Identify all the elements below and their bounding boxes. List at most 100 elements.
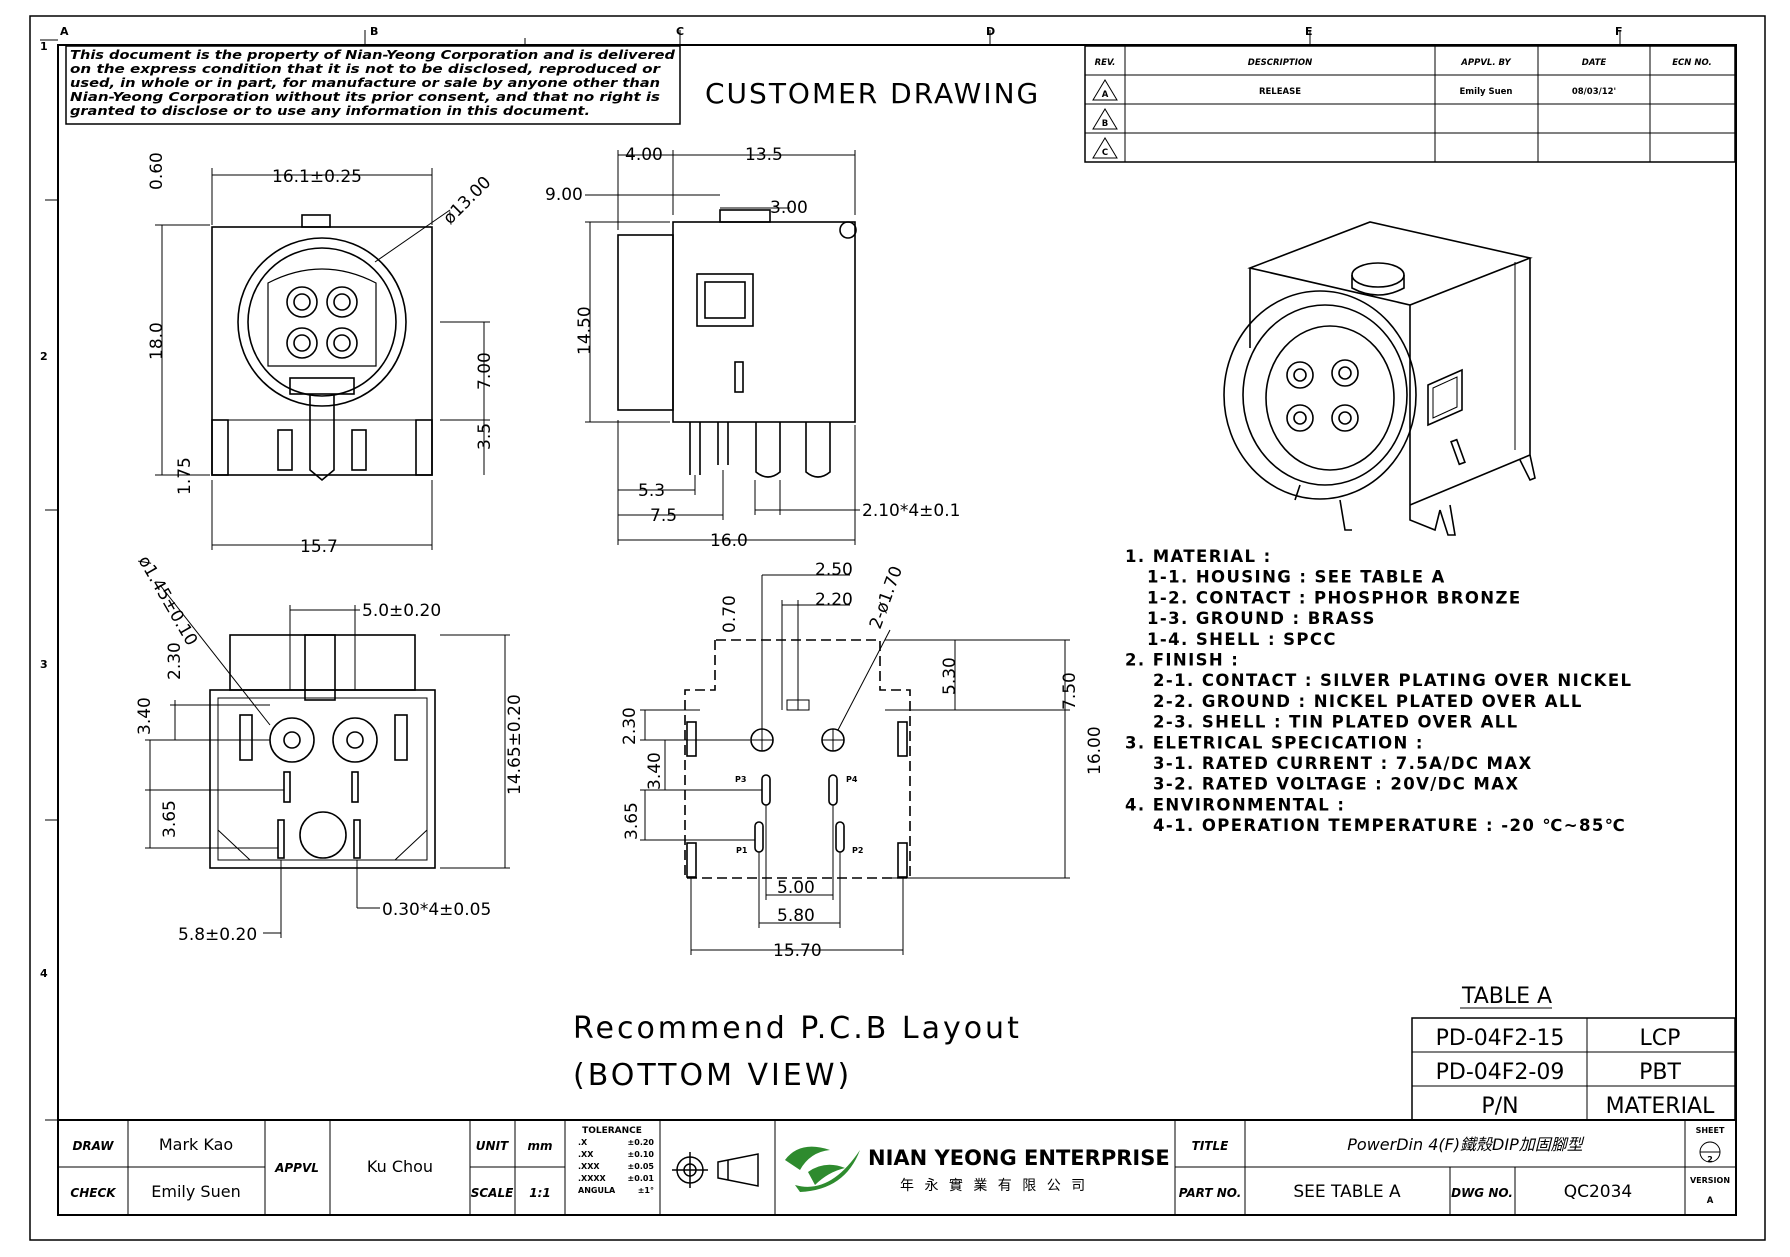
tolerance-value: ±0.01 [628, 1174, 655, 1183]
part-number: SEE TABLE A [1293, 1182, 1401, 1202]
dim-side-4: 4.00 [625, 145, 663, 165]
pcb-caption: Recommend P.C.B Layout [573, 1011, 1022, 1046]
tolerance-key: .XXXX [578, 1174, 607, 1183]
revision-table: REV. DESCRIPTION APPVL. BY DATE ECN NO. … [1084, 45, 1736, 163]
dim-pcb-365: 3.65 [622, 802, 642, 840]
disclaimer-line: granted to disclose or to use any inform… [70, 104, 590, 118]
note-line: 2. FINISH : [1125, 651, 1239, 670]
outer-frame [29, 15, 1766, 1241]
note-line: 1-3. GROUND : BRASS [1147, 609, 1376, 628]
disclaimer-line: used, in whole or in part, for manufactu… [70, 76, 660, 90]
partno-label: PART NO. [1179, 1186, 1242, 1200]
sheet-label: SHEET [1696, 1126, 1725, 1135]
dim-pcb-53: 5.30 [940, 657, 960, 695]
table-a-header: MATERIAL [1606, 1094, 1715, 1119]
bottom-view-dimensions: ø1.45±0.10 5.0±0.20 2.30 3.40 3.65 14.65… [134, 553, 525, 946]
company-name: NIAN YEONG ENTERPRISE [868, 1146, 1170, 1170]
date-header: DATE [1582, 58, 1607, 68]
dim-bottom-pins: 0.30*4±0.05 [382, 900, 491, 920]
table-a-pn: PD-04F2-09 [1436, 1060, 1565, 1085]
dim-height: 18.0 [147, 322, 167, 360]
disclaimer-line: This document is the property of Nian-Ye… [70, 48, 675, 62]
front-view-dimensions: 16.1±0.25 0.60 ø13.00 18.0 7.00 3.5 1.75… [147, 152, 495, 557]
projection-symbol-icon [672, 1152, 759, 1188]
dim-side-145: 14.50 [575, 306, 595, 355]
company-name-cn: 年 永 實 業 有 限 公 司 [900, 1177, 1088, 1194]
zone-label-left: 1 [40, 40, 48, 53]
tolerance-key: .X [578, 1138, 588, 1147]
tolerance-key: .XX [578, 1150, 594, 1159]
dim-side-3: 3.00 [770, 198, 808, 218]
dim-bottom-height: 14.65±0.20 [505, 694, 525, 795]
tolerance-value: ±0.05 [628, 1162, 655, 1171]
zone-label-top: E [1305, 25, 1313, 38]
table-a-header: P/N [1481, 1094, 1518, 1119]
rev-description: RELEASE [1259, 87, 1301, 97]
dim-side-16: 16.0 [710, 531, 748, 551]
scale-value: 1:1 [529, 1186, 551, 1200]
zone-markers: A B C D E F 1 2 3 4 [40, 25, 1623, 1121]
pin-label: P4 [846, 775, 858, 784]
dim-width-top: 16.1±0.25 [272, 167, 362, 187]
dim-side-53: 5.3 [638, 481, 665, 501]
pin-label: P2 [852, 846, 863, 855]
revision-triangle-icon [1092, 79, 1118, 101]
dim-pin-spacing: 5.0±0.20 [362, 601, 441, 621]
table-a-material: PBT [1639, 1060, 1681, 1085]
tolerance-key: ANGULA [578, 1186, 616, 1195]
table-a-material: LCP [1640, 1026, 1681, 1051]
table-a-pn: PD-04F2-15 [1436, 1026, 1565, 1051]
tolerance-value: ±1° [638, 1186, 654, 1195]
version-label: VERSION [1690, 1176, 1730, 1185]
draw-name: Mark Kao [159, 1135, 233, 1154]
dim-pcb-holes: 2-ø1.70 [866, 564, 907, 632]
note-line: 3-2. RATED VOLTAGE : 20V/DC MAX [1153, 775, 1520, 794]
drawing-title: CUSTOMER DRAWING [705, 77, 1040, 110]
title-block: DRAW Mark Kao CHECK Emily Suen APPVL Ku … [57, 1119, 1737, 1216]
pin-label: P1 [736, 846, 748, 855]
dim-foot: 1.75 [175, 457, 195, 495]
zone-label-left: 2 [40, 350, 48, 363]
appvl-label: APPVL [274, 1161, 319, 1175]
zone-label-top: C [676, 25, 684, 38]
dim-side-135: 13.5 [745, 145, 783, 165]
company-logo-icon [785, 1146, 860, 1192]
dim-bottom-365: 3.65 [160, 800, 180, 838]
scale-label: SCALE [471, 1186, 514, 1200]
revision-triangle-icon [1092, 108, 1118, 130]
note-line: 3. ELETRICAL SPECICATION : [1125, 733, 1424, 752]
unit-value: mm [527, 1139, 552, 1153]
note-line: 3-1. RATED CURRENT : 7.5A/DC MAX [1153, 754, 1533, 773]
rev-header: REV. [1095, 58, 1116, 68]
check-name: Emily Suen [151, 1182, 240, 1201]
dim-pin-height: 7.00 [475, 352, 495, 390]
dim-top-offset: 0.60 [147, 152, 167, 190]
dim-lower: 3.5 [475, 423, 495, 450]
zone-label-left: 4 [40, 967, 48, 980]
dim-pcb-23: 2.30 [620, 707, 640, 745]
dim-width-bottom: 15.7 [300, 537, 338, 557]
pcb-layout [640, 574, 1070, 955]
bottom-view [145, 584, 510, 938]
dim-hole-diameter: ø1.45±0.10 [134, 553, 202, 650]
tolerance-key: .XXX [578, 1162, 600, 1171]
isometric-view [1223, 221, 1536, 536]
disclaimer-line: Nian-Yeong Corporation without its prior… [70, 90, 660, 104]
zone-label-top: B [370, 25, 378, 38]
revision-triangle-icon [1092, 137, 1118, 159]
dwgno-label: DWG NO. [1451, 1186, 1513, 1200]
title-label: TITLE [1192, 1139, 1229, 1153]
zone-label-top: A [60, 25, 69, 38]
check-label: CHECK [70, 1186, 117, 1200]
note-line: 2-1. CONTACT : SILVER PLATING OVER NICKE… [1153, 671, 1632, 690]
note-line: 4. ENVIRONMENTAL : [1125, 795, 1345, 814]
sheet-number: 2 [1707, 1155, 1713, 1164]
note-line: 2-3. SHELL : TIN PLATED OVER ALL [1153, 713, 1519, 732]
rev-letter: A [1102, 90, 1109, 100]
rev-letter: C [1102, 148, 1108, 158]
zone-label-top: D [986, 25, 995, 38]
note-line: 1. MATERIAL : [1125, 547, 1272, 566]
pcb-caption-sub: (BOTTOM VIEW) [573, 1058, 852, 1093]
dim-side-9: 9.00 [545, 185, 583, 205]
